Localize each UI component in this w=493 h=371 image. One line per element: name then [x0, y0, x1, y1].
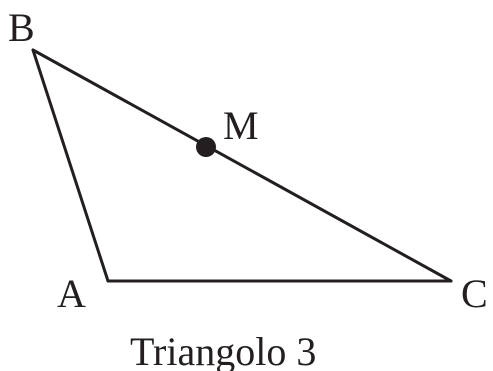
figure-caption: Triangolo 3	[130, 329, 316, 371]
vertex-label-a: A	[57, 271, 86, 316]
midpoint-label-m: M	[223, 103, 259, 148]
side-ab	[31, 48, 110, 283]
side-bc	[31, 48, 453, 283]
vertex-label-b: B	[8, 5, 35, 50]
vertex-label-c: C	[461, 271, 488, 316]
midpoint-dot	[196, 137, 216, 157]
